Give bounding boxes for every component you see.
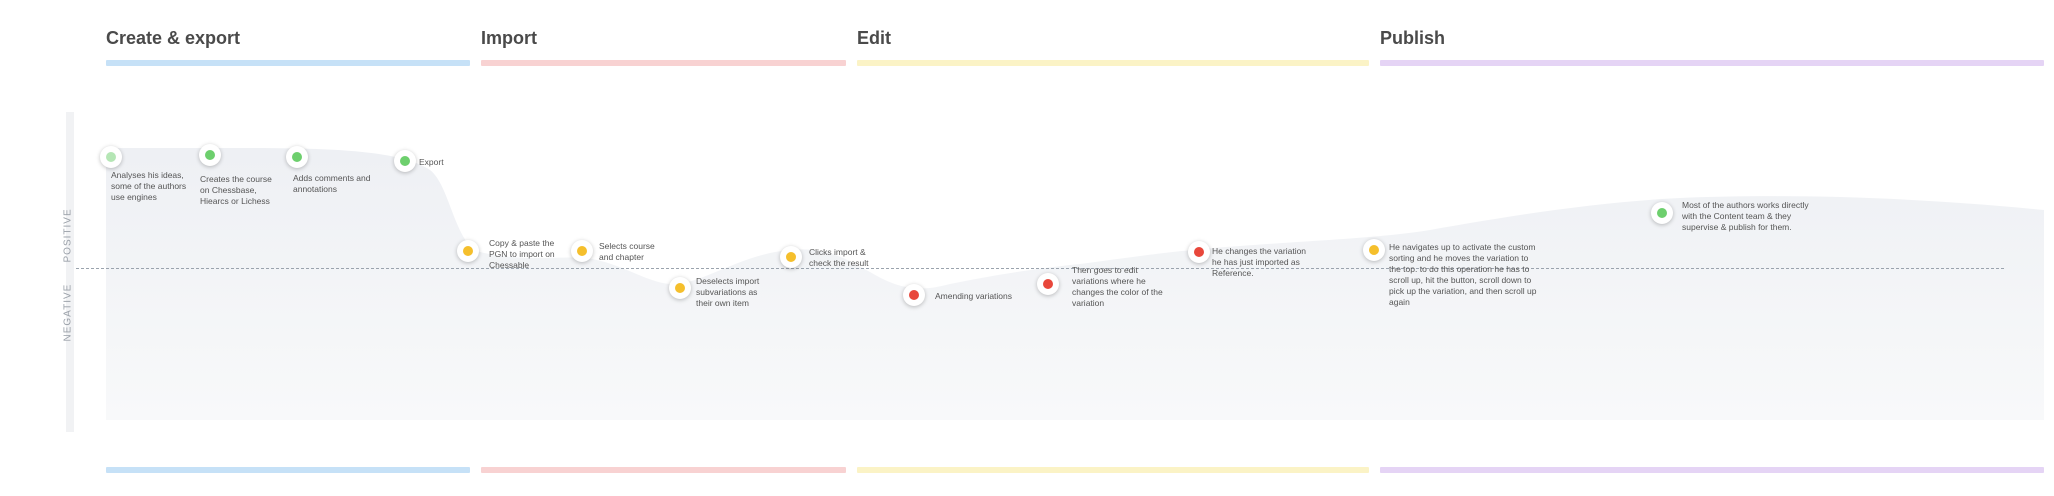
sentiment-axis	[66, 112, 74, 432]
phase-bar-bottom-create-export	[106, 467, 470, 473]
step-point-clicks-import[interactable]	[780, 246, 802, 268]
step-point-amending-variations[interactable]	[903, 284, 925, 306]
phase-bar-bottom-publish	[1380, 467, 2044, 473]
step-point-creates-course[interactable]	[199, 144, 221, 166]
phase-bar-top-import	[481, 60, 846, 66]
step-label-creates-course: Creates the course on Chessbase, Hiearcs…	[200, 174, 272, 206]
step-label-export: Export	[419, 157, 444, 167]
step-label-clicks-import: Clicks import & check the result	[809, 247, 869, 268]
step-point-analyses-ideas[interactable]	[100, 146, 122, 168]
step-label-content-team: Most of the authors works directly with …	[1682, 200, 1809, 232]
phase-bar-bottom-import	[481, 467, 846, 473]
step-point-selects-course[interactable]	[571, 240, 593, 262]
step-label-deselects-subvariations: Deselects import subvariations as their …	[696, 276, 760, 308]
step-point-edit-variations[interactable]	[1037, 273, 1059, 295]
step-point-content-team[interactable]	[1651, 202, 1673, 224]
step-point-deselects-subvariations[interactable]	[669, 277, 691, 299]
step-label-changes-variation: He changes the variation he has just imp…	[1212, 246, 1307, 278]
step-point-export[interactable]	[394, 150, 416, 172]
step-point-custom-sorting[interactable]	[1363, 239, 1385, 261]
phase-title-publish: Publish	[1380, 28, 1446, 48]
phase-bar-top-publish	[1380, 60, 2044, 66]
phase-title-import: Import	[481, 28, 537, 48]
step-label-edit-variations: Then goes to edit variations where he ch…	[1072, 265, 1163, 308]
phase-bar-top-create-export	[106, 60, 470, 66]
step-label-adds-comments: Adds comments and annotations	[293, 173, 371, 194]
phase-title-edit: Edit	[857, 28, 891, 48]
phase-bar-top-edit	[857, 60, 1369, 66]
step-label-copy-paste-pgn: Copy & paste the PGN to import on Chessa…	[489, 238, 555, 270]
step-point-changes-variation[interactable]	[1188, 241, 1210, 263]
phase-title-create-export: Create & export	[106, 28, 241, 48]
step-label-selects-course: Selects course and chapter	[599, 241, 655, 262]
step-point-adds-comments[interactable]	[286, 146, 308, 168]
neutral-baseline	[76, 268, 2004, 269]
phase-bar-bottom-edit	[857, 467, 1369, 473]
step-label-analyses-ideas: Analyses his ideas, some of the authors …	[111, 170, 187, 202]
step-point-copy-paste-pgn[interactable]	[457, 240, 479, 262]
step-label-amending-variations: Amending variations	[935, 291, 1013, 301]
step-label-custom-sorting: He navigates up to activate the custom s…	[1389, 242, 1537, 307]
